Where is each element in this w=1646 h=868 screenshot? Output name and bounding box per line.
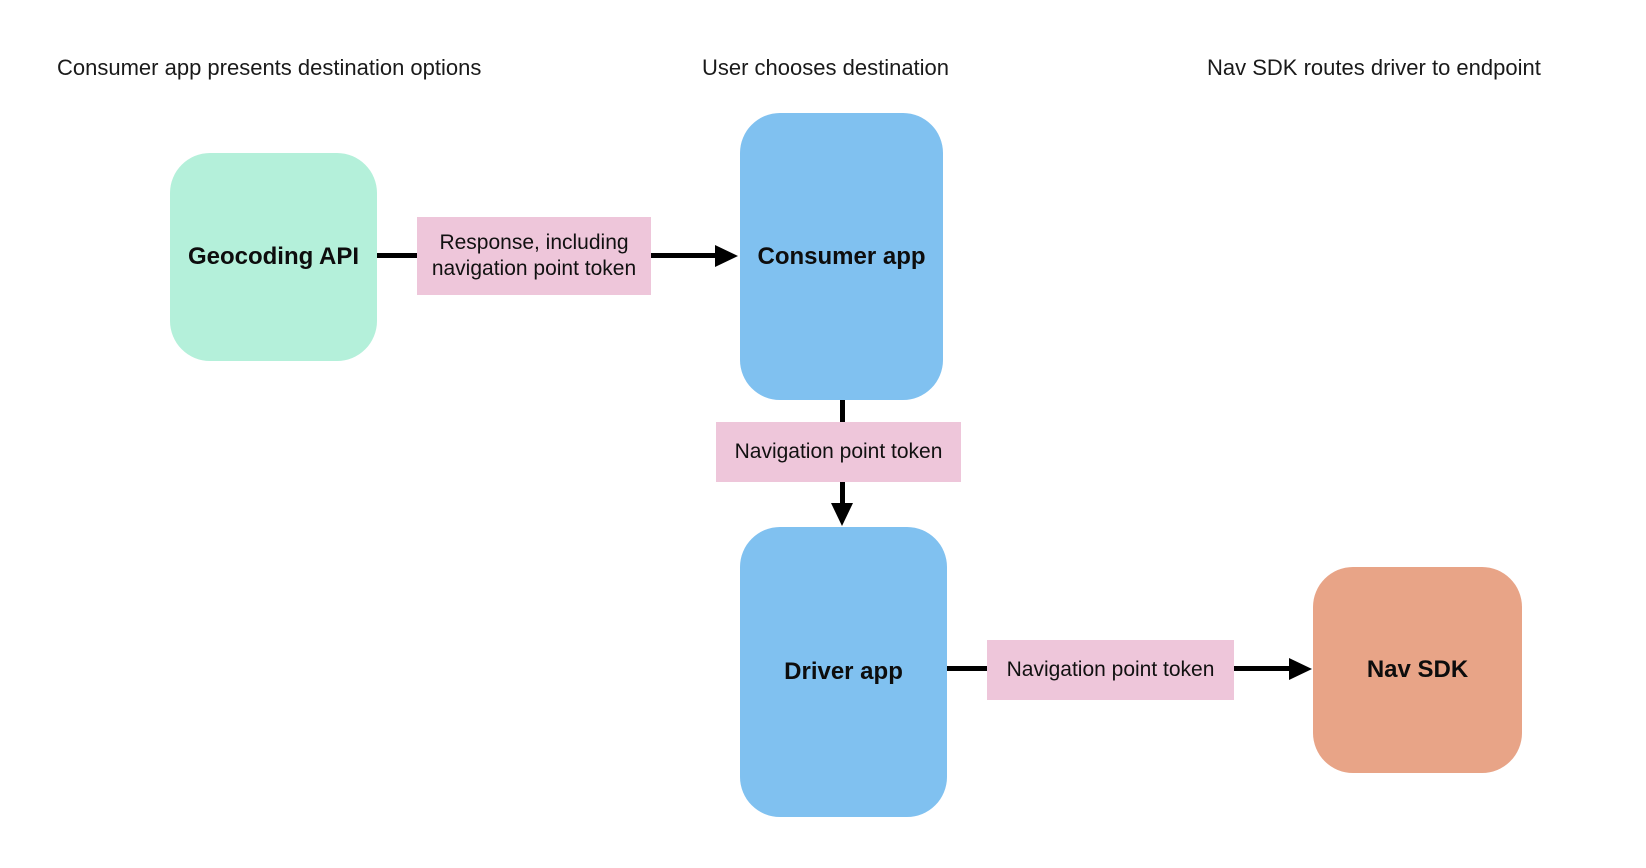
edge-label-navigation-point-token-2: Navigation point token xyxy=(987,640,1234,700)
node-consumer-app: Consumer app xyxy=(740,113,943,400)
arrowhead-right-icon xyxy=(715,245,738,267)
arrowhead-down-icon xyxy=(831,503,853,526)
column-header-user-chooses: User chooses destination xyxy=(702,55,950,80)
edge-label-response-including-token: Response, including navigation point tok… xyxy=(417,217,651,295)
arrowhead-right-icon xyxy=(1289,658,1312,680)
edge-label-navigation-point-token-1: Navigation point token xyxy=(716,422,961,482)
node-driver-app: Driver app xyxy=(740,527,947,817)
node-geocoding-api: Geocoding API xyxy=(170,153,377,361)
column-header-navsdk-routes: Nav SDK routes driver to endpoint xyxy=(1207,55,1541,80)
node-nav-sdk: Nav SDK xyxy=(1313,567,1522,773)
column-header-consumer-presents: Consumer app presents destination option… xyxy=(57,55,482,80)
